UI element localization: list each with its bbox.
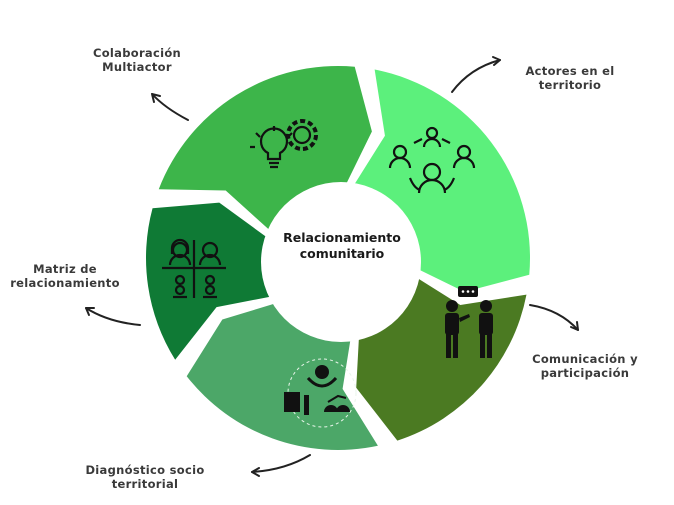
center-title: Relacionamiento comunitario (262, 230, 422, 262)
label-colaboracion: Colaboración Multiactor (72, 46, 202, 74)
center-title-line: Relacionamiento (283, 230, 401, 245)
lightbulb-gear-icon (250, 119, 318, 169)
label-line: territorio (538, 78, 602, 92)
people-network-icon (388, 126, 476, 194)
label-line: Comunicación y (532, 352, 638, 366)
arrow-colaboracion (151, 93, 189, 121)
segment-colaboracion (158, 66, 372, 233)
label-diagnostico: Diagnóstico socio territorial (70, 463, 220, 491)
label-line: Diagnóstico socio (85, 463, 205, 477)
label-line: Colaboración (92, 46, 182, 60)
arrow-diagnostico (251, 454, 311, 473)
label-comunicacion: Comunicación y participación (515, 352, 655, 380)
label-line: Multiactor (102, 60, 172, 74)
center-circle (261, 182, 421, 342)
label-actores: Actores en el territorio (505, 64, 635, 92)
label-line: participación (540, 366, 630, 380)
people-matrix-icon (162, 238, 226, 299)
label-line: Actores en el (525, 64, 615, 78)
arrow-matriz (85, 307, 141, 326)
segment-matriz (145, 202, 279, 360)
label-line: Matriz de (33, 262, 97, 276)
label-line: relacionamiento (10, 276, 120, 290)
segment-actores (351, 69, 530, 292)
connector-arrows (85, 56, 579, 477)
community-diagnosis-icon (284, 358, 357, 428)
label-matriz: Matriz de relacionamiento (0, 262, 130, 290)
arrow-actores (451, 59, 501, 93)
center-title-line: comunitario (299, 246, 385, 261)
arrow-comunicacion (529, 304, 579, 331)
people-talking-icon (445, 286, 493, 358)
label-line: territorial (111, 477, 179, 491)
